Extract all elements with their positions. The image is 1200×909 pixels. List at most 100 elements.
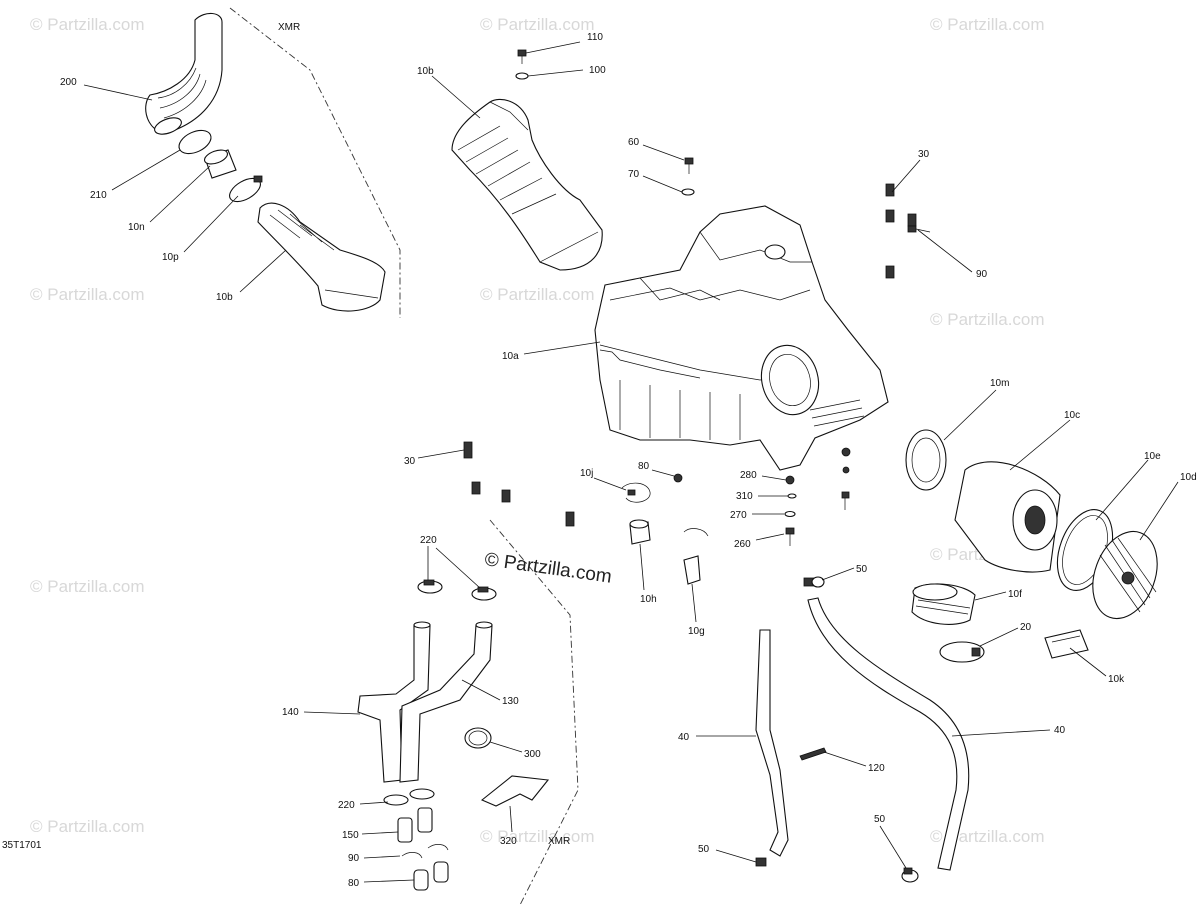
callout-10j: 10j xyxy=(580,468,593,479)
callout-10c: 10c xyxy=(1064,410,1080,421)
part-50-clamp-bottom-left xyxy=(755,857,767,867)
watermark: © Partzilla.com xyxy=(930,15,1045,34)
xmr-boundary-bottom xyxy=(489,519,579,906)
callout-10e: 10e xyxy=(1144,451,1161,462)
callout-110: 110 xyxy=(587,32,603,43)
callout-30-mid: 30 xyxy=(404,456,416,467)
callout-220-top: 220 xyxy=(420,535,437,546)
watermark: © Partzilla.com xyxy=(480,285,595,304)
part-280-nut xyxy=(785,475,795,485)
part-10h-sleeve xyxy=(629,519,651,545)
xmr-label-top: XMR xyxy=(278,22,300,33)
part-10m-seal xyxy=(905,429,947,491)
part-200-intake-duct xyxy=(145,12,223,135)
callout-10g: 10g xyxy=(688,626,705,637)
part-10a-airbox xyxy=(594,205,889,471)
callout-40-right: 40 xyxy=(1054,725,1066,736)
callout-150: 150 xyxy=(342,830,359,841)
part-90-clips-bottom xyxy=(401,844,449,859)
callout-10p: 10p xyxy=(162,252,179,263)
callout-50-bottom-right: 50 xyxy=(874,814,886,825)
callout-90-top: 90 xyxy=(976,269,988,280)
callout-100: 100 xyxy=(589,65,606,76)
watermark: © Partzilla.com xyxy=(30,577,145,596)
part-310-washer xyxy=(787,493,797,499)
callout-310: 310 xyxy=(736,491,753,502)
part-10j-clip xyxy=(621,482,651,503)
part-130-hose xyxy=(399,621,493,783)
part-10k-label xyxy=(1044,629,1089,659)
callout-320: 320 xyxy=(500,836,517,847)
part-90-screw-top xyxy=(907,225,931,233)
watermark: © Partzilla.com xyxy=(30,817,145,836)
callout-10a: 10a xyxy=(502,351,519,362)
callout-50-bottom-left: 50 xyxy=(698,844,710,855)
watermark: © Partzilla.com xyxy=(30,15,145,34)
watermark: © Partzilla.com xyxy=(930,310,1045,329)
callout-60: 60 xyxy=(628,137,640,148)
callout-40-left: 40 xyxy=(678,732,690,743)
part-30-clips-top xyxy=(885,183,917,279)
callout-200: 200 xyxy=(60,77,77,88)
part-80-sleeves-bottom xyxy=(413,861,449,891)
callout-300: 300 xyxy=(524,749,541,760)
part-20-clamp xyxy=(939,641,985,663)
xmr-label-bottom: XMR xyxy=(548,836,570,847)
part-10b-left-duct xyxy=(257,202,386,312)
callout-10b-top: 10b xyxy=(417,66,434,77)
part-110-screw xyxy=(517,49,527,64)
callout-20: 20 xyxy=(1020,622,1032,633)
watermark: © Partzilla.com xyxy=(480,15,595,34)
part-60-screw xyxy=(684,157,694,174)
part-40-hose-right xyxy=(807,597,970,871)
watermark: © Partzilla.com xyxy=(30,285,145,304)
callout-10m: 10m xyxy=(990,378,1009,389)
part-150-sleeves xyxy=(397,807,433,843)
part-10p-clamp xyxy=(229,175,263,203)
part-220-clamps-top xyxy=(417,579,497,601)
callout-260: 260 xyxy=(734,539,751,550)
xmr-boundary-top xyxy=(229,7,401,318)
callout-50-top: 50 xyxy=(856,564,868,575)
callout-80-bottom: 80 xyxy=(348,878,360,889)
part-10b-top-duct xyxy=(451,98,603,271)
callout-80-mid: 80 xyxy=(638,461,650,472)
callout-130: 130 xyxy=(502,696,519,707)
callout-10n: 10n xyxy=(128,222,145,233)
part-10g-drain xyxy=(683,528,709,585)
part-30-clips-mid xyxy=(463,441,575,527)
watermark: © Partzilla.com xyxy=(480,827,595,846)
part-260-screw xyxy=(785,527,795,546)
part-270-washer xyxy=(784,510,796,518)
callout-10h: 10h xyxy=(640,594,657,605)
callout-120: 120 xyxy=(868,763,885,774)
callout-70: 70 xyxy=(628,169,640,180)
part-10n-coupler xyxy=(203,149,237,179)
part-210-clamp xyxy=(178,129,212,155)
part-40-hose-left xyxy=(755,629,789,857)
part-300-gasket xyxy=(464,727,492,749)
part-320-shield xyxy=(480,775,550,807)
part-80-nut-mid xyxy=(673,473,683,483)
part-50-clamp-bottom-right xyxy=(901,867,919,883)
part-10f-duct xyxy=(911,583,976,625)
callout-10f: 10f xyxy=(1008,589,1022,600)
part-10d-cover xyxy=(1092,530,1158,620)
callout-280: 280 xyxy=(740,470,757,481)
part-120-fitting xyxy=(799,747,827,761)
part-hardware-right xyxy=(841,447,851,510)
callout-140: 140 xyxy=(282,707,299,718)
part-140-hose xyxy=(357,621,431,783)
leader-lines xyxy=(83,41,1179,883)
callout-90-bottom: 90 xyxy=(348,853,360,864)
callout-30-top: 30 xyxy=(918,149,930,160)
part-100-washer xyxy=(515,72,529,80)
callout-210: 210 xyxy=(90,190,107,201)
callout-270: 270 xyxy=(730,510,747,521)
watermark-center: © Partzilla.com xyxy=(483,549,613,588)
diagram-code: 35T1701 xyxy=(2,840,42,851)
callout-labels: 110 100 10b 60 70 30 90 200 210 10n 10p … xyxy=(60,32,1197,889)
callout-10d: 10d xyxy=(1180,472,1197,483)
part-10c-filter xyxy=(954,461,1061,573)
